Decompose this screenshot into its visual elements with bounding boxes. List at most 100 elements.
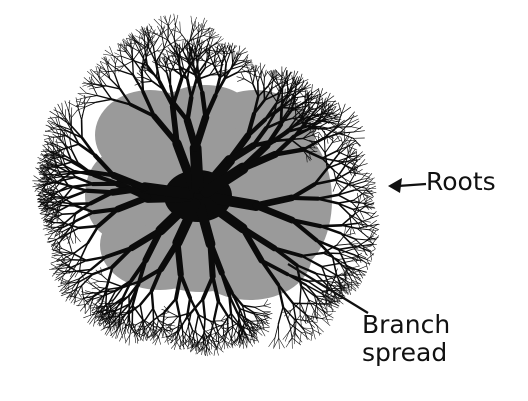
branch-spread-label: Branch spread <box>362 311 450 367</box>
roots-arrow-shaft <box>398 184 426 186</box>
roots-label: Roots <box>426 168 496 196</box>
root-segment <box>34 176 42 181</box>
root-segment <box>159 337 161 345</box>
root-segment <box>347 284 359 285</box>
root-segment <box>299 74 302 83</box>
root-segment <box>49 223 55 228</box>
root-segment <box>150 33 157 38</box>
root-segment <box>57 205 58 215</box>
root-segment <box>169 312 178 317</box>
root-segment <box>91 278 99 281</box>
root-segment <box>337 127 351 128</box>
root-segment <box>41 214 49 215</box>
root-segment <box>183 331 184 341</box>
root-segment <box>188 326 189 336</box>
root-segment <box>91 281 99 283</box>
root-segment <box>313 330 322 334</box>
root-segment <box>218 333 219 343</box>
root-segment <box>340 132 354 133</box>
root-segment <box>333 182 336 191</box>
root-segment <box>211 244 213 277</box>
root-segment <box>157 43 162 50</box>
root-segment <box>46 129 55 132</box>
root-segment <box>115 64 116 75</box>
root-segment <box>180 33 188 44</box>
root-segment <box>264 306 271 308</box>
branch-spread-label-line2: spread <box>362 339 450 367</box>
root-segment <box>254 306 263 307</box>
root-segment <box>176 15 178 25</box>
root-segment <box>325 143 332 153</box>
root-segment <box>79 226 98 228</box>
root-segment <box>285 332 289 342</box>
root-segment <box>254 307 263 311</box>
root-segment <box>216 44 225 45</box>
root-segment <box>96 99 112 102</box>
root-segment <box>161 16 162 27</box>
root-segment <box>63 213 76 214</box>
root-segment <box>361 174 369 177</box>
root-segment <box>260 63 261 72</box>
root-segment <box>86 93 97 95</box>
root-segment <box>142 81 152 82</box>
root-segment <box>262 321 270 324</box>
root-segment <box>357 275 365 276</box>
root-segment <box>72 203 91 204</box>
root-segment <box>338 103 341 114</box>
root-segment <box>262 71 264 78</box>
root-segment <box>218 301 227 316</box>
root-segment <box>87 71 94 77</box>
root-segment <box>51 260 60 263</box>
root-segment <box>59 117 70 125</box>
root-segment <box>87 191 112 193</box>
root-segment <box>47 205 58 206</box>
root-segment <box>85 304 86 313</box>
root-segment <box>56 274 65 275</box>
root-segment <box>75 236 80 242</box>
root-segment <box>89 88 97 90</box>
root-segment <box>251 321 262 322</box>
root-segment <box>292 198 318 199</box>
root-segment <box>228 330 232 340</box>
root-segment <box>371 249 376 252</box>
root-segment <box>286 338 292 347</box>
root-segment <box>307 316 313 330</box>
root-segment <box>71 110 77 118</box>
root-segment <box>372 244 375 249</box>
root-segment <box>349 239 358 244</box>
root-segment <box>194 54 195 65</box>
root-segment <box>353 249 364 251</box>
root-segment <box>203 299 205 319</box>
root-segment <box>122 323 123 332</box>
root-segment <box>324 312 335 313</box>
branch-spread-label-line1: Branch <box>362 311 450 339</box>
root-segment <box>319 89 320 98</box>
root-segment <box>196 315 199 329</box>
root-segment <box>69 103 79 108</box>
root-segment <box>361 174 370 175</box>
root-segment <box>115 321 116 330</box>
root-segment <box>313 330 316 340</box>
root-segment <box>278 307 283 324</box>
root-segment <box>168 26 174 39</box>
root-segment <box>71 172 89 174</box>
root-segment <box>324 100 325 108</box>
root-segment <box>351 260 361 261</box>
root-segment <box>109 64 119 71</box>
root-segment <box>189 31 194 43</box>
root-segment <box>124 61 134 66</box>
root-segment <box>325 141 326 153</box>
root-segment <box>145 188 188 194</box>
root-segment <box>146 308 154 319</box>
root-segment <box>86 96 97 98</box>
root-segment <box>76 98 78 108</box>
root-segment <box>283 307 290 324</box>
root-segment <box>167 56 169 64</box>
root-segment <box>358 266 367 270</box>
root-segment <box>152 291 153 308</box>
root-segment <box>216 39 223 44</box>
root-segment <box>142 71 143 92</box>
root-segment <box>337 182 342 190</box>
root-segment <box>94 72 102 73</box>
